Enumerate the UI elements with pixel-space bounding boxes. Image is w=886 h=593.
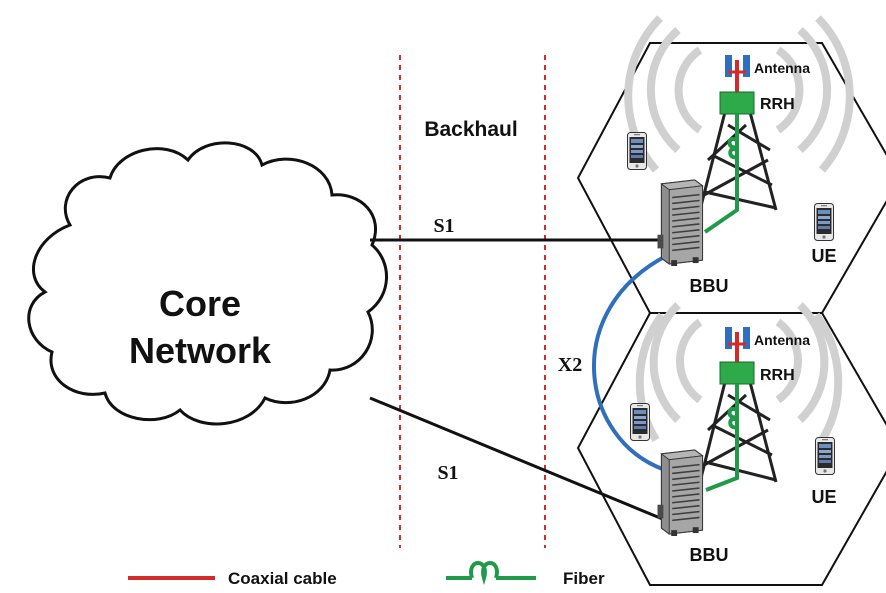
antenna-icon-bottom: [725, 327, 750, 362]
tower-top: [698, 111, 778, 211]
bbu-label-bottom: BBU: [690, 545, 729, 565]
x2-label: X2: [558, 354, 582, 376]
s1-link-bottom: [369, 396, 666, 522]
antenna-label-bottom: Antenna: [754, 332, 810, 348]
legend: Coaxial cable Fiber: [128, 561, 605, 588]
ue-label-bottom: UE: [811, 487, 836, 507]
fiber-to-bbu-top: [703, 175, 739, 234]
s1-label-top: S1: [433, 215, 454, 237]
x2-link: [591, 253, 669, 472]
bbu-icon-top: [656, 179, 704, 266]
phone-icon-top-left: [627, 132, 647, 170]
rrh-label-bottom: RRH: [760, 367, 795, 384]
ue-label-top: UE: [811, 246, 836, 266]
cloud-label-core: Core: [159, 283, 241, 324]
backhaul-label: Backhaul: [424, 118, 517, 141]
legend-coaxial-label: Coaxial cable: [228, 569, 337, 588]
bbu-icon-bottom: [656, 449, 704, 536]
cloud-label-network: Network: [129, 330, 272, 371]
signal-waves-bottom: [635, 302, 843, 443]
antenna-icon-top: [725, 55, 750, 92]
tower-bottom: [698, 381, 778, 483]
phone-icon-bottom-right: [815, 437, 835, 475]
legend-fiber-label: Fiber: [563, 569, 605, 588]
fiber-to-bbu-bottom: [705, 450, 739, 492]
rrh-box-bottom: [719, 361, 755, 385]
bbu-label-top: BBU: [690, 276, 729, 296]
phone-icon-bottom-left: [630, 403, 650, 441]
rrh-label-top: RRH: [760, 96, 795, 113]
legend-fiber-swatch: [446, 561, 536, 585]
core-network-cloud: Core Network: [27, 141, 388, 426]
phone-icon-top-right: [814, 203, 834, 241]
antenna-label-top: Antenna: [754, 60, 810, 76]
s1-label-bottom: S1: [437, 462, 458, 484]
signal-waves-top: [624, 15, 854, 173]
rrh-box-top: [719, 91, 755, 115]
